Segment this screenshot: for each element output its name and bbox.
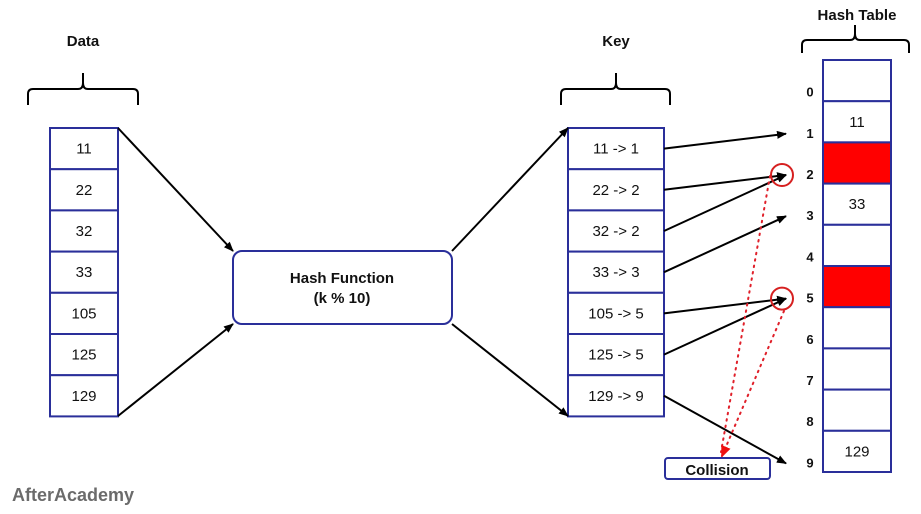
arrow-data-to-function-top [117,127,234,252]
key-cell: 32 -> 2 [567,209,665,253]
key-to-slot-arrows [663,130,787,465]
key-cell: 105 -> 5 [567,291,665,335]
arrow-function-to-key-top [451,127,569,252]
collision-label-box: Collision [664,457,771,480]
arrow-key-to-slot [663,215,787,274]
hash-table-title: Hash Table [818,7,897,24]
key-mapping: 11 -> 1 [593,141,639,158]
dotted-line-slot-5 [721,310,785,458]
brand-logo: AfterAcademy [12,485,135,505]
key-cell: 125 -> 5 [567,333,665,377]
key-mapping: 129 -> 9 [588,388,643,405]
key-mapping: 125 -> 5 [588,347,643,364]
hash-slot: 9 129 [806,429,892,473]
data-value: 11 [76,141,92,158]
data-cell: 125 [49,333,119,377]
collision-circle [770,286,794,311]
slot-value: 11 [849,114,865,131]
key-cell: 129 -> 9 [567,374,665,418]
slot-index: 4 [806,249,814,264]
hash-slot: 5 [806,265,892,309]
collision-slot [822,141,892,185]
data-value: 33 [76,264,93,281]
data-value: 22 [76,182,93,199]
data-cell: 33 [49,250,119,294]
key-column: 11 -> 1 22 -> 2 32 -> 2 33 -> 3 105 -> 5 125 … [567,127,665,418]
slot-index: 0 [806,85,813,100]
hash-slot: 333 [806,182,892,226]
hash-function-box: Hash Function (k % 10) [232,250,453,325]
key-mapping: 22 -> 2 [592,182,639,199]
key-brace [560,73,671,105]
arrow-key-to-slot [663,130,787,150]
data-value: 105 [71,305,96,322]
slot-index: 1 [806,126,813,141]
dotted-line-slot-2 [720,175,771,453]
hash-slot: 111 [806,100,892,144]
data-value: 125 [71,347,96,364]
data-cell: 22 [49,168,119,212]
key-title: Key [602,33,630,50]
hash-slot: 6 [806,306,892,350]
slot-value: 129 [844,443,869,460]
slot-index: 8 [806,414,813,429]
hash-slot: 7 [806,347,892,391]
key-cell: 11 -> 1 [567,127,665,171]
slot-index: 2 [806,167,813,182]
hash-function-formula: (k % 10) [314,290,371,307]
data-cell: 105 [49,291,119,335]
arrow-key-to-slot [663,172,787,191]
hash-slot: 8 [806,388,892,432]
collision-circle [770,163,794,187]
data-cell: 129 [49,374,119,418]
key-mapping: 105 -> 5 [588,305,643,322]
slot-box [822,306,892,350]
slot-index: 6 [806,332,813,347]
arrow-key-to-slot [663,394,787,465]
hash-slot: 0 [806,59,892,103]
slot-box [822,59,892,103]
key-mapping: 33 -> 3 [592,264,639,281]
data-cell: 11 [49,127,119,171]
slot-box [822,388,892,432]
hash-slot: 4 [806,223,892,268]
data-column: 11 22 32 33 105 125 129 [49,127,119,418]
collision-slot [822,265,892,309]
data-cell: 32 [49,209,119,253]
slot-value: 33 [849,196,866,213]
arrow-function-to-key-bottom [451,323,569,417]
hash-function-label: Hash Function [290,270,394,287]
arrow-key-to-slot [663,297,787,356]
data-value: 129 [71,388,96,405]
data-brace [27,73,139,105]
collision-markers [770,163,794,311]
key-cell: 22 -> 2 [567,168,665,212]
data-title: Data [67,33,100,50]
slot-index: 7 [806,373,813,388]
slot-box [822,223,892,268]
slot-box [822,429,892,473]
slot-index: 9 [806,455,813,470]
key-cell: 33 -> 3 [567,250,665,294]
data-value: 32 [76,223,93,240]
slot-index: 3 [806,208,813,223]
key-mapping: 32 -> 2 [592,223,639,240]
arrow-key-to-slot [663,174,787,232]
hash-slot: 2 [806,141,892,185]
slot-box [822,347,892,391]
arrow-key-to-slot [663,295,787,315]
collision-label: Collision [685,462,748,479]
slot-box [822,182,892,226]
slot-index: 5 [806,291,813,306]
arrow-data-to-function-bottom [117,323,234,417]
hash-table-brace [801,25,910,53]
